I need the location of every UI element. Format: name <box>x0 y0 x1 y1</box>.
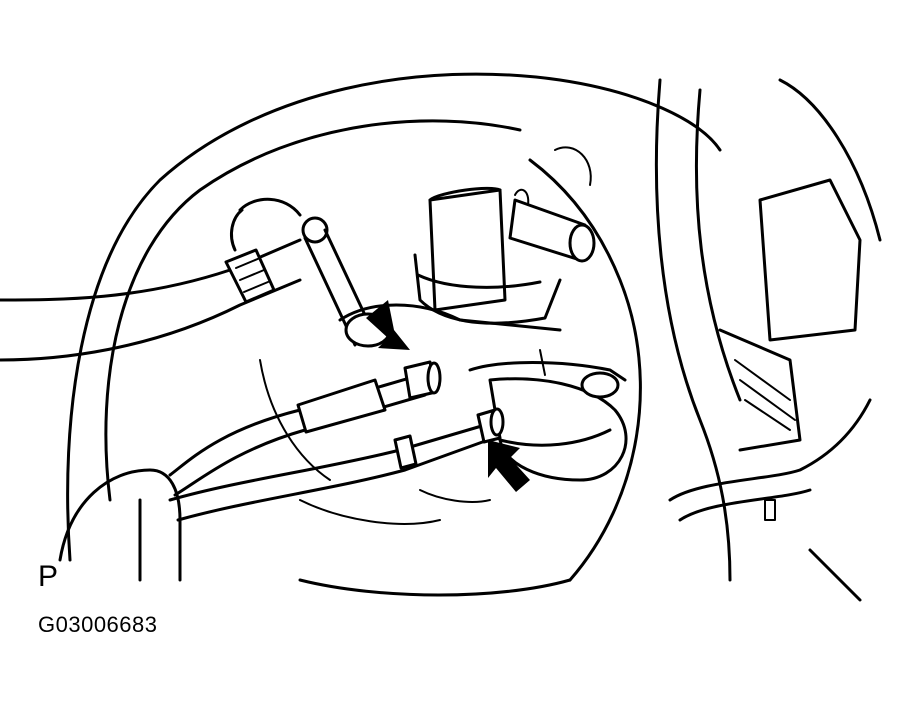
figure-id-label: G03006683 <box>38 612 158 637</box>
lower-fitting-arrow <box>488 440 530 492</box>
body-frame-structure <box>654 78 882 602</box>
brake-line-upper <box>168 360 442 497</box>
frame-member-lower-left <box>58 468 182 582</box>
view-letter-label: P <box>38 560 59 593</box>
vacuum-hose <box>0 197 302 362</box>
reservoir-tank <box>413 186 596 325</box>
master-cylinder-body <box>338 303 628 482</box>
brake-line-lower <box>168 407 505 522</box>
upper-fitting-arrow <box>366 300 410 350</box>
